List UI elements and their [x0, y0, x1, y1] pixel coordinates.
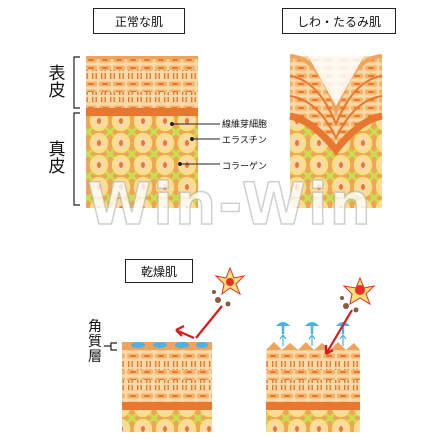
elastin-label: エラスチン: [222, 136, 267, 146]
dermis-label: 真皮: [48, 140, 66, 177]
irritant-arrows: [175, 305, 353, 355]
wrinkle-skin-illustration: [289, 54, 383, 208]
irritant-burst-right-icon: [340, 276, 376, 313]
normal-skin-illustration: [86, 56, 198, 208]
collagen-label: コラーゲン: [222, 162, 268, 172]
epidermis-label: 表皮: [48, 64, 66, 101]
evaporating-water-drops: [276, 322, 350, 346]
fibroblast-label: 線維芽細胞: [222, 120, 268, 130]
stratum-corneum-label: 角質層: [88, 319, 102, 365]
wrinkle-skin-title: しわ・たるみ肌: [282, 8, 396, 34]
dry-skin-title: 乾燥肌: [125, 259, 193, 283]
dry-skin-healthy-illustration: [122, 342, 212, 432]
dry-skin-damaged-illustration: [266, 342, 360, 432]
normal-skin-title: 正常な肌: [93, 8, 185, 34]
annotation-lines: [170, 122, 220, 166]
layer-brackets: [73, 56, 117, 351]
irritant-burst-left-icon: [212, 266, 246, 307]
